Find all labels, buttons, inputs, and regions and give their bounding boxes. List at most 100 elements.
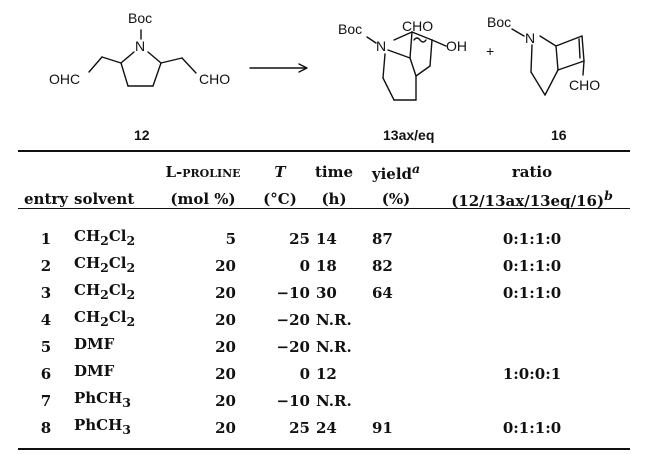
cell-yield	[358, 360, 434, 387]
cell-proline: 20	[215, 364, 236, 383]
cell-proline: 20	[215, 391, 236, 410]
atom-oh-13: OH	[446, 38, 467, 54]
cell-ratio: 0:1:1:0	[502, 418, 562, 437]
cell-entry: 3	[40, 283, 52, 302]
cell-time: 30	[316, 283, 337, 302]
cell-entry: 8	[40, 418, 52, 437]
atom-boc-12: Boc	[128, 10, 152, 26]
cell-temp: −10	[276, 283, 310, 302]
table-row: 2 CH2Cl2 20 0 18 82 0:1:1:0	[18, 252, 630, 279]
cell-yield	[358, 333, 434, 360]
cell-temp: 25	[289, 418, 310, 437]
header-yield: yielda	[371, 161, 421, 183]
header-time-unit: (h)	[321, 189, 347, 208]
atom-n-16: N	[525, 30, 535, 46]
cell-ratio: 0:1:1:0	[502, 229, 562, 248]
header-proline: L-proline	[165, 162, 241, 181]
cell-entry: 2	[40, 256, 52, 275]
cell-entry: 4	[40, 310, 52, 329]
header-ratio: ratio	[511, 162, 553, 181]
cell-proline: 5	[225, 229, 236, 248]
cell-entry: 6	[40, 364, 52, 383]
table-row: 3 CH2Cl2 20 −10 30 64 0:1:1:0	[18, 279, 630, 306]
cell-temp: −20	[276, 337, 310, 356]
cell-ratio: 0:1:1:0	[502, 283, 562, 302]
header-yield-unit: (%)	[381, 189, 411, 208]
table-header-row-1: L-proline T time yielda ratio	[18, 152, 630, 185]
cell-ratio	[434, 306, 630, 333]
cell-time: 18	[316, 256, 337, 275]
cell-time: N.R.	[316, 337, 352, 356]
table-row: 4 CH2Cl2 20 −20 N.R.	[18, 306, 630, 333]
cell-temp: 25	[289, 229, 310, 248]
compound-16-structure	[511, 28, 585, 96]
cell-ratio: 1:0:0:1	[502, 364, 562, 383]
header-solvent: solvent	[74, 189, 135, 208]
cell-yield	[358, 306, 434, 333]
table-row: 8 PhCH3 20 25 24 91 0:1:1:0	[18, 414, 630, 441]
cell-proline: 20	[215, 418, 236, 437]
results-table: L-proline T time yielda ratio entry solv…	[18, 152, 630, 441]
cell-solvent: CH2Cl2	[74, 254, 136, 275]
compound-13-structure	[366, 31, 447, 101]
cell-ratio	[434, 387, 630, 414]
cell-solvent: CH2Cl2	[74, 308, 136, 329]
cell-entry: 1	[40, 229, 52, 248]
cell-time: 12	[316, 364, 337, 383]
cell-proline: 20	[215, 283, 236, 302]
cell-temp: 0	[299, 364, 310, 383]
cell-ratio: 0:1:1:0	[502, 256, 562, 275]
cell-temp: 0	[299, 256, 310, 275]
header-proline-unit: (mol %)	[170, 189, 236, 208]
reaction-scheme: Boc N OHC CHO Boc N CHO OH + Boc N CHO 1…	[49, 10, 600, 143]
cell-entry: 5	[40, 337, 52, 356]
table-bottom-rule	[18, 448, 630, 450]
atom-cho-12: CHO	[199, 71, 230, 87]
atom-n-12: N	[135, 38, 145, 54]
table-row: 6 DMF 20 0 12 1:0:0:1	[18, 360, 630, 387]
atom-cho-16: CHO	[569, 77, 600, 93]
cell-solvent: DMF	[74, 335, 115, 353]
header-ratio-unit: (12/13ax/13eq/16)b	[451, 188, 613, 210]
atom-boc-13: Boc	[338, 21, 362, 37]
cell-proline: 20	[215, 310, 236, 329]
table-row: 5 DMF 20 −20 N.R.	[18, 333, 630, 360]
cell-time: N.R.	[316, 310, 352, 329]
table-header-row-2: entry solvent (mol %) (°C) (h) (%) (12/1…	[18, 185, 630, 218]
cell-solvent: CH2Cl2	[74, 227, 136, 248]
compound-12-structure	[88, 29, 197, 87]
table-top-rule	[18, 150, 630, 152]
cell-time: 24	[316, 418, 337, 437]
cell-solvent: PhCH3	[74, 416, 131, 437]
cell-time: N.R.	[316, 391, 352, 410]
header-temp: T	[274, 162, 286, 181]
cell-temp: −10	[276, 391, 310, 410]
compound-label-13: 13ax/eq	[383, 127, 434, 143]
reaction-arrow	[249, 63, 308, 73]
cell-solvent: PhCH3	[74, 389, 131, 410]
cell-entry: 7	[40, 391, 52, 410]
table-header-rule	[18, 208, 630, 209]
atom-n-13: N	[376, 38, 386, 54]
cell-yield: 82	[372, 256, 393, 275]
cell-solvent: CH2Cl2	[74, 281, 136, 302]
header-time: time	[314, 162, 354, 181]
cell-time: 14	[316, 229, 337, 248]
cell-yield	[358, 387, 434, 414]
cell-yield: 64	[372, 283, 393, 302]
header-temp-unit: (°C)	[263, 189, 297, 208]
cell-solvent: DMF	[74, 362, 115, 380]
atom-ohc-12: OHC	[49, 71, 80, 87]
atom-boc-16: Boc	[487, 14, 511, 30]
cell-proline: 20	[215, 256, 236, 275]
plus-sign: +	[486, 43, 494, 59]
cell-yield: 91	[372, 418, 393, 437]
atom-cho-13: CHO	[402, 18, 433, 34]
cell-proline: 20	[215, 337, 236, 356]
cell-temp: −20	[276, 310, 310, 329]
header-entry: entry	[24, 189, 68, 208]
cell-ratio	[434, 333, 630, 360]
compound-label-16: 16	[551, 127, 567, 143]
table-row: 1 CH2Cl2 5 25 14 87 0:1:1:0	[18, 218, 630, 252]
cell-yield: 87	[372, 229, 393, 248]
